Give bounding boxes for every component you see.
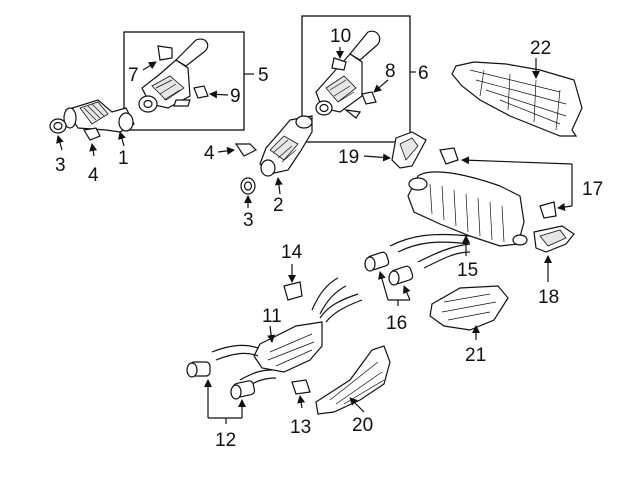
hanger-17-lower xyxy=(539,201,557,219)
clamp-12-right xyxy=(230,380,256,400)
callout-5: 5 xyxy=(258,65,269,86)
callout-21: 21 xyxy=(465,345,486,366)
downpipe-assembly-6 xyxy=(315,30,381,119)
callout-16: 16 xyxy=(386,313,407,334)
callout-13: 13 xyxy=(290,417,311,438)
callout-4-left: 4 xyxy=(88,165,99,186)
callout-17: 17 xyxy=(582,179,603,200)
heat-shield-upper-22 xyxy=(451,61,583,137)
heat-shield-21 xyxy=(429,285,509,331)
callout-22: 22 xyxy=(530,38,551,59)
rear-muffler-15 xyxy=(389,171,528,269)
heat-shield-small-left xyxy=(83,127,101,141)
callout-3-right: 3 xyxy=(243,210,254,231)
heat-shield-20 xyxy=(315,345,391,415)
callout-2: 2 xyxy=(273,195,284,216)
clamp-12-left xyxy=(186,361,211,378)
exhaust-tip-19 xyxy=(391,131,427,169)
intermediate-pipe-11 xyxy=(211,277,363,389)
callout-10: 10 xyxy=(330,26,351,47)
callout-4-right: 4 xyxy=(204,143,215,164)
hanger-17-upper xyxy=(439,147,459,165)
heat-shield-small-right xyxy=(234,143,258,157)
callout-9: 9 xyxy=(230,86,241,107)
callout-15: 15 xyxy=(457,260,478,281)
callout-3-left: 3 xyxy=(55,155,66,176)
leader-lines xyxy=(56,47,573,424)
callout-6: 6 xyxy=(418,63,429,84)
catalytic-converter-left xyxy=(63,99,135,133)
gasket-right xyxy=(240,177,256,195)
callout-1: 1 xyxy=(118,148,129,169)
callout-numbers: 1 2 3 3 4 4 5 6 7 8 9 10 11 12 13 14 15 … xyxy=(55,26,603,451)
callout-7: 7 xyxy=(128,65,139,86)
callout-18: 18 xyxy=(538,287,559,308)
exhaust-tip-18 xyxy=(533,225,575,253)
assembly-box-6 xyxy=(301,15,411,143)
clamp-16-lower xyxy=(388,265,414,286)
gasket-left xyxy=(49,118,67,134)
catalytic-converter-right xyxy=(259,115,313,177)
callout-11: 11 xyxy=(262,306,282,327)
assembly-box-5 xyxy=(123,31,245,131)
clamp-16-upper xyxy=(364,251,390,272)
callout-14: 14 xyxy=(281,242,303,263)
callout-20: 20 xyxy=(352,415,373,436)
callout-12: 12 xyxy=(215,430,236,451)
downpipe-assembly-5 xyxy=(138,38,209,113)
callout-19: 19 xyxy=(338,147,359,168)
hanger-13 xyxy=(291,379,311,395)
callout-8: 8 xyxy=(385,61,396,82)
hanger-14 xyxy=(283,281,303,301)
